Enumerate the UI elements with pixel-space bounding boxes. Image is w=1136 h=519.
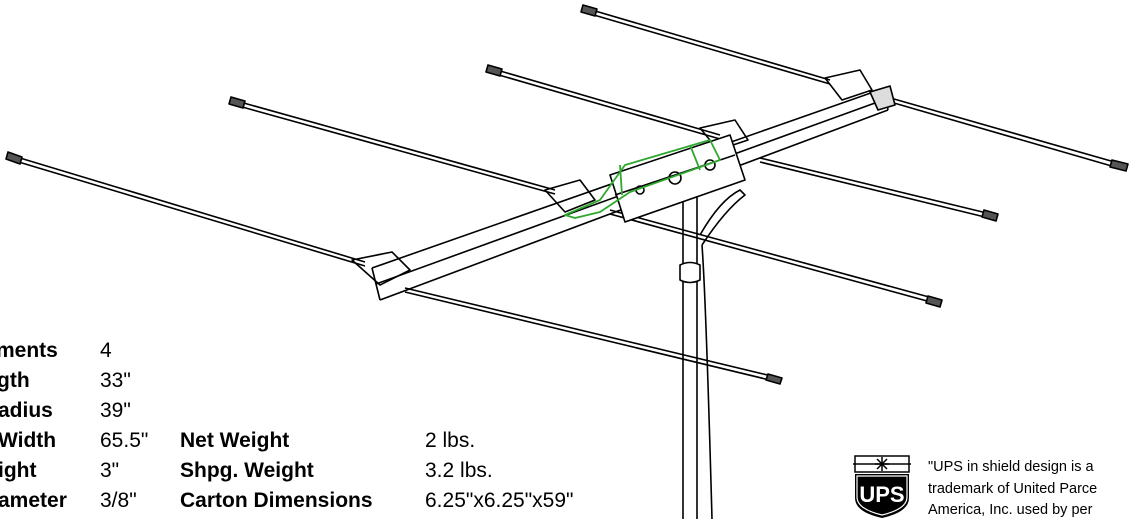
spec-label-length: gth — [0, 369, 30, 392]
spec-label-carton-dimensions: Carton Dimensions — [180, 489, 373, 512]
antenna-element-2 — [228, 96, 943, 308]
spec-value-radius: 39" — [100, 399, 131, 422]
spec-value-carton-dimensions: 6.25"x6.25"x59" — [425, 489, 574, 512]
antenna-element-3 — [485, 64, 999, 222]
spec-label-width: Width — [0, 429, 57, 452]
spec-label-net-weight: Net Weight — [180, 429, 290, 452]
ups-note-line-3: America, Inc. used by per — [928, 502, 1093, 518]
element-brackets — [351, 69, 896, 286]
spec-value-shipping-weight: 3.2 lbs. — [425, 459, 493, 482]
spec-label-radius: adius — [0, 399, 53, 422]
spec-label-diameter: ameter — [0, 489, 67, 512]
spec-label-shipping-weight: Shpg. Weight — [180, 459, 314, 482]
spec-label-height: ight — [0, 459, 37, 482]
antenna-mast — [679, 188, 746, 519]
spec-value-height: 3" — [100, 459, 120, 482]
spec-value-elements: 4 — [100, 339, 112, 362]
mast-clamp — [609, 134, 746, 223]
antenna-element-4 — [580, 4, 1129, 172]
spec-value-length: 33" — [100, 369, 131, 392]
spec-label-elements: ments — [0, 339, 58, 362]
spec-value-net-weight: 2 lbs. — [425, 429, 476, 452]
ups-note-line-2: trademark of United Parce — [928, 481, 1098, 497]
antenna-element-1 — [5, 151, 783, 385]
ups-logo-text: UPS — [859, 482, 904, 507]
ups-note-line-1: "UPS in shield design is a — [928, 459, 1094, 475]
balun-housing — [564, 139, 721, 219]
spec-value-diameter: 3/8" — [100, 489, 137, 512]
spec-value-width: 65.5" — [100, 429, 149, 452]
ups-shield-logo: UPS — [853, 455, 911, 518]
